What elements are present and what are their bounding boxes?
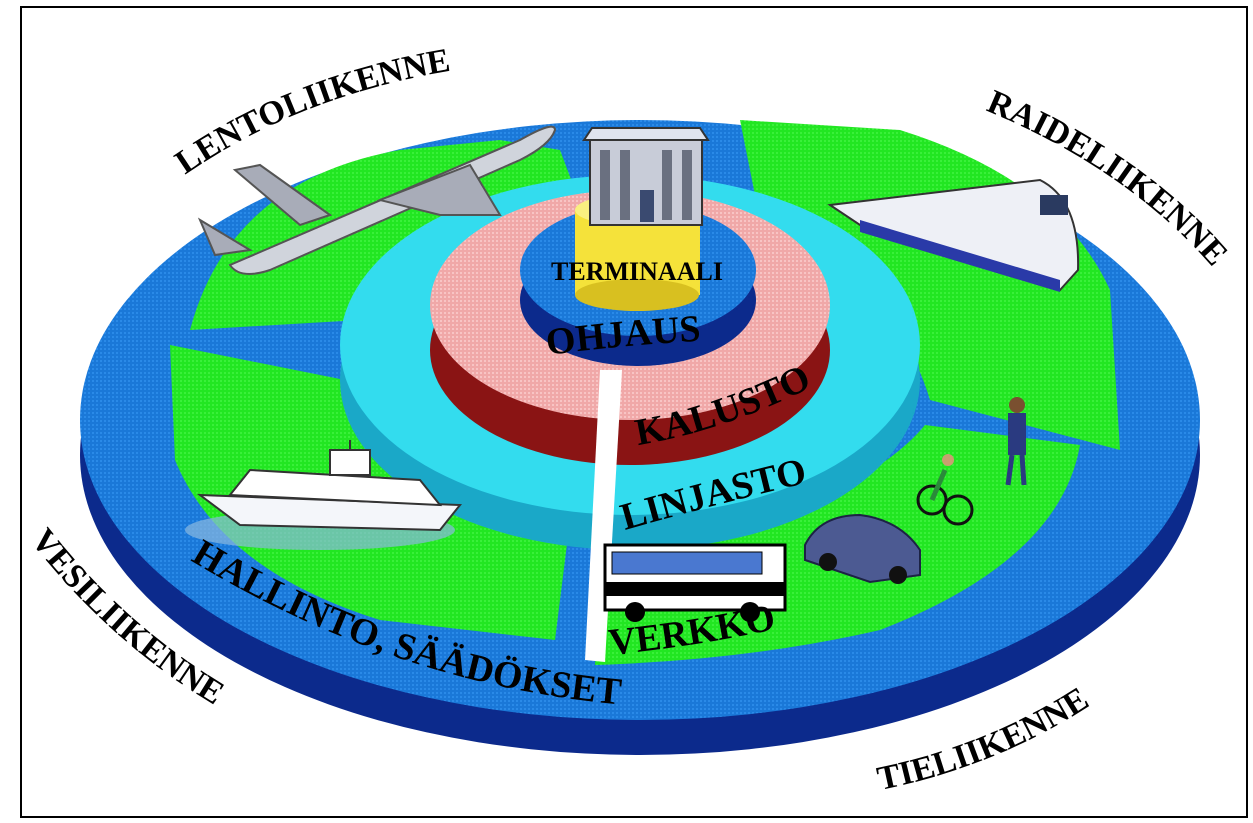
pedestrian-icon: [1005, 397, 1027, 486]
cruise-ship-icon: [185, 440, 463, 550]
sector-gaps: [585, 370, 622, 662]
car-icon: [804, 513, 921, 584]
cyclist-icon: [916, 454, 974, 526]
terminal-building-icon: [582, 127, 710, 226]
center-label: TERMINAALI: [551, 257, 723, 286]
bus-icon: [603, 543, 787, 622]
train-icon: [827, 178, 1080, 292]
airplane-icon: [197, 125, 557, 275]
